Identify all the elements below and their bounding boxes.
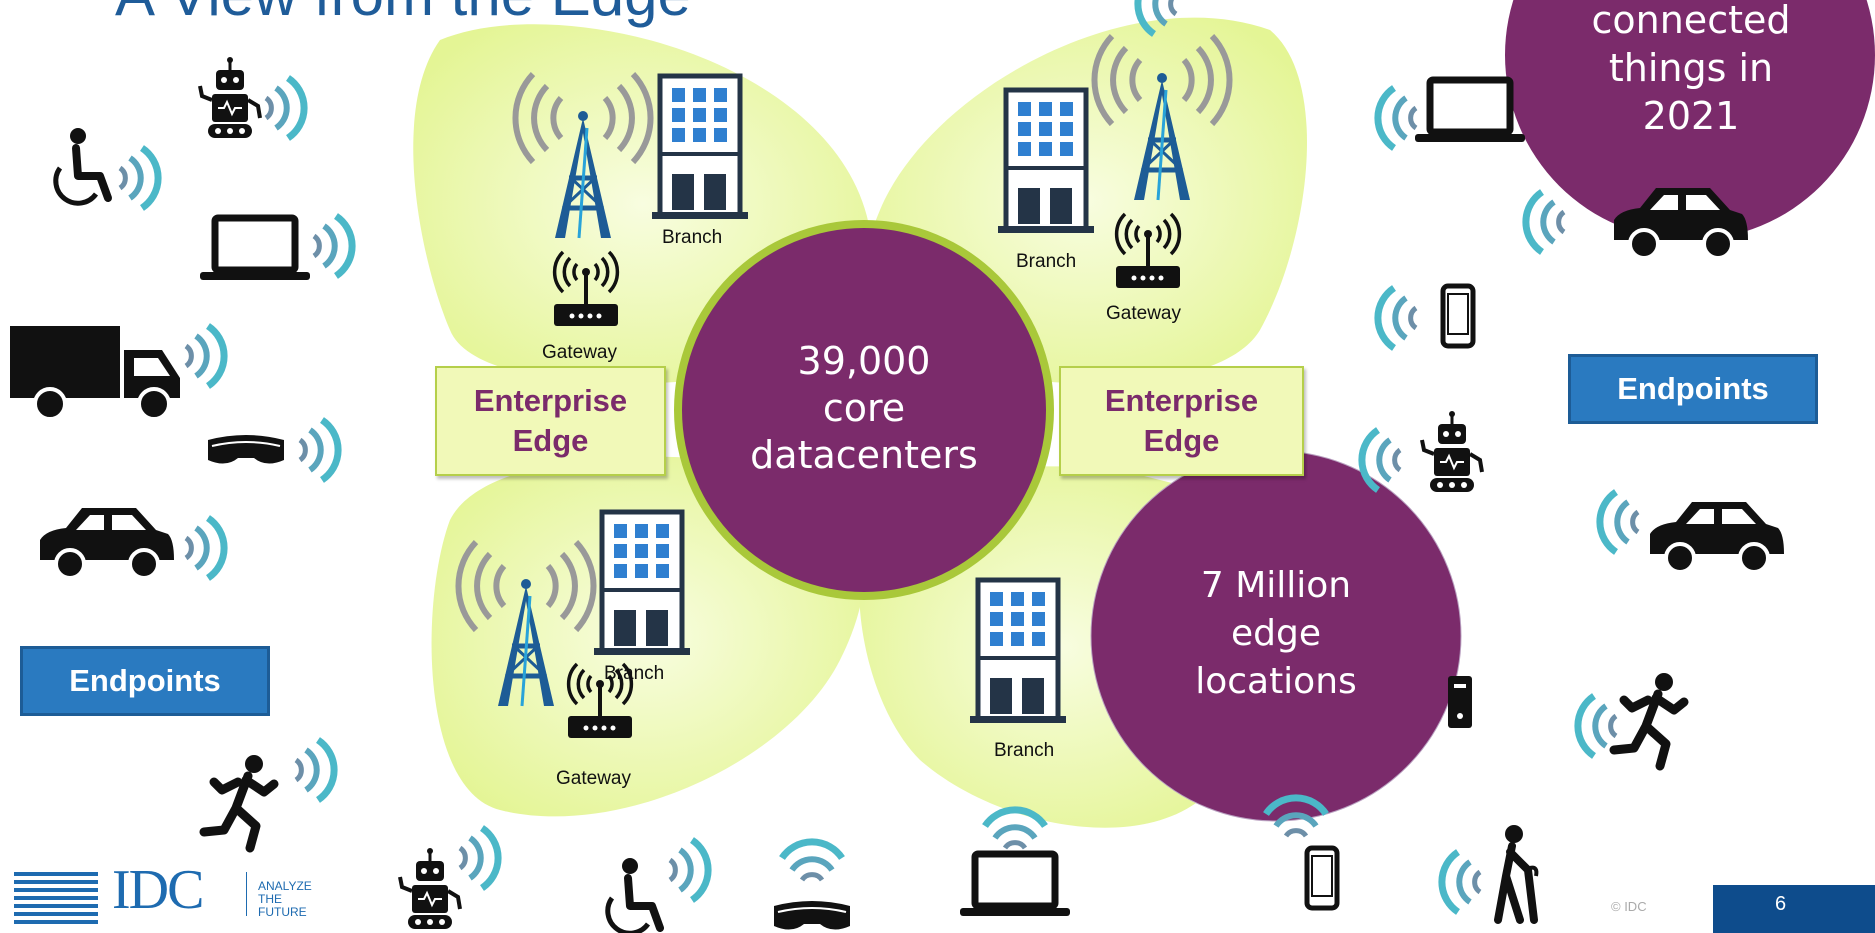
endpoints-label: Endpoints xyxy=(1568,354,1818,424)
gateway-label: Gateway xyxy=(542,342,617,363)
wireless-waves-icon xyxy=(300,420,338,480)
laptop-icon xyxy=(200,218,310,280)
wireless-waves-icon xyxy=(1378,288,1416,348)
wireless-waves-icon xyxy=(1442,852,1480,912)
wireless-waves-icon xyxy=(186,326,224,386)
enterprise-edge-text: Enterprise Edge xyxy=(473,382,628,458)
branch-label: Branch xyxy=(994,740,1055,761)
connected-things-circle xyxy=(1505,0,1875,240)
wireless-waves-icon xyxy=(314,216,352,276)
robot-icon xyxy=(398,846,462,931)
idc-logo-wordmark: IDC xyxy=(112,859,204,921)
robot-icon xyxy=(198,55,262,140)
wireless-waves-icon xyxy=(266,78,304,138)
server-icon xyxy=(1448,676,1472,728)
vr-headset-icon xyxy=(207,434,285,465)
branch-label: Branch xyxy=(604,663,665,684)
truck-icon xyxy=(8,324,182,421)
wireless-waves-icon xyxy=(782,842,842,880)
wireless-waves-icon xyxy=(1600,492,1638,552)
core-datacenters-text: 39,000 core datacenters xyxy=(750,339,978,477)
copyright-text: © IDC xyxy=(1611,899,1647,914)
enterprise-edge-label: Enterprise Edge xyxy=(1059,366,1304,476)
robot-icon xyxy=(1420,409,1484,494)
laptop-icon xyxy=(1415,80,1525,142)
idc-tagline: ANALYZE THE FUTURE xyxy=(258,879,312,919)
phone-icon xyxy=(1443,286,1473,346)
connected-things-text: connected things in 2021 xyxy=(1591,0,1791,138)
wireless-waves-icon xyxy=(120,148,158,208)
runner-icon xyxy=(1614,673,1684,766)
page-number: 6 xyxy=(1775,893,1787,915)
wireless-waves-icon xyxy=(460,828,498,888)
branch-label: Branch xyxy=(662,227,723,248)
wireless-waves-icon xyxy=(1362,430,1400,490)
wireless-waves-icon xyxy=(985,810,1045,848)
slide-title: A View from the Edge xyxy=(115,0,691,29)
building-icon xyxy=(594,512,690,655)
building-icon xyxy=(652,76,748,219)
laptop-icon xyxy=(960,854,1070,916)
car-icon xyxy=(1648,500,1786,574)
building-icon xyxy=(998,90,1094,233)
enterprise-edge-label: Enterprise Edge xyxy=(435,366,666,476)
wireless-waves-icon xyxy=(296,740,334,800)
elderly-person-icon xyxy=(1498,825,1536,920)
wireless-waves-icon xyxy=(1578,696,1616,756)
building-icon xyxy=(970,580,1066,723)
gateway-label: Gateway xyxy=(556,768,631,789)
vr-headset-icon xyxy=(773,900,851,931)
idc-logo xyxy=(14,872,247,924)
phone-icon xyxy=(1307,848,1337,908)
wireless-waves-icon xyxy=(1378,88,1416,148)
car-icon xyxy=(38,506,176,580)
endpoints-text: Endpoints xyxy=(69,663,221,698)
wireless-waves-icon xyxy=(186,518,224,578)
wireless-waves-icon xyxy=(670,840,708,900)
edge-locations-text: 7 Million edge locations xyxy=(1195,565,1357,702)
wheelchair-icon xyxy=(56,128,108,203)
center-circle xyxy=(682,228,1046,592)
branch-label: Branch xyxy=(1016,251,1077,272)
wireless-waves-icon xyxy=(1526,192,1564,252)
enterprise-edge-text: Enterprise Edge xyxy=(1104,382,1259,458)
endpoints-label: Endpoints xyxy=(20,646,270,716)
runner-icon xyxy=(204,755,274,848)
wheelchair-icon xyxy=(608,858,660,933)
endpoints-text: Endpoints xyxy=(1617,371,1769,406)
page-number-box: 6 xyxy=(1713,885,1875,933)
gateway-label: Gateway xyxy=(1106,303,1181,324)
